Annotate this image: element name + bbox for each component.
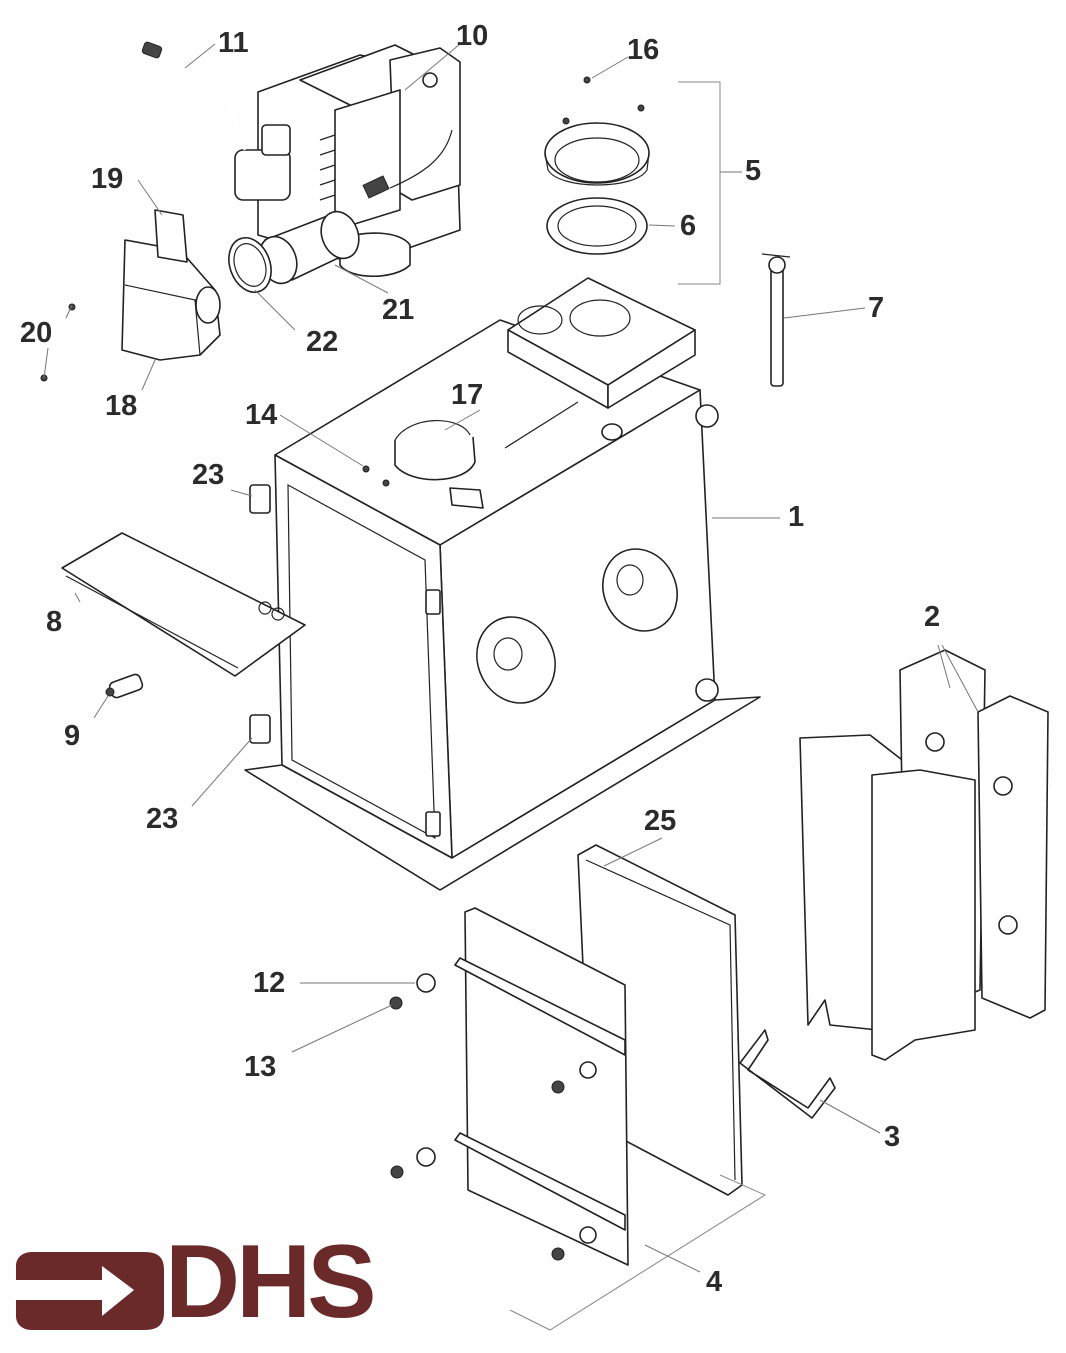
door-assembly-bracket (509, 1174, 767, 1331)
burner-cover (121, 239, 221, 361)
callout-5: 5 (745, 155, 762, 187)
callout-2: 2 (924, 601, 941, 633)
flue-collar (544, 76, 721, 285)
callout-7: 7 (868, 292, 885, 324)
fuel-hose (141, 41, 247, 151)
callout-23-lower: 23 (146, 803, 179, 835)
callout-17: 17 (451, 379, 484, 411)
dhs-logo-arrow-icon (16, 1252, 164, 1330)
hose-clamp (228, 237, 272, 293)
callout-9: 9 (64, 720, 81, 752)
callout-6: 6 (680, 210, 697, 242)
callout-8: 8 (46, 606, 63, 638)
callout-10: 10 (456, 20, 489, 52)
callout-13: 13 (244, 1051, 277, 1083)
callout-21: 21 (382, 294, 415, 326)
drain-valve (105, 673, 144, 699)
leader-lines (43, 43, 979, 1273)
callout-22: 22 (306, 326, 339, 358)
front-cover-plate (61, 532, 306, 677)
baffle-bracket (739, 1029, 836, 1119)
callout-23-upper: 23 (192, 459, 225, 491)
callout-14: 14 (245, 399, 278, 431)
callout-25: 25 (644, 805, 677, 837)
washers-nuts (389, 973, 436, 1179)
callout-18: 18 (105, 390, 138, 422)
callout-12: 12 (253, 967, 286, 999)
callout-19: 19 (91, 163, 124, 195)
callout-3: 3 (884, 1121, 901, 1153)
baffle-plates (799, 649, 1049, 1061)
brand-name: DHS (165, 1224, 377, 1340)
door-panel (454, 907, 629, 1266)
thermostat-pocket (761, 253, 791, 387)
callout-1: 1 (788, 501, 805, 533)
callout-4: 4 (706, 1266, 723, 1298)
callout-11: 11 (218, 27, 249, 59)
boiler-body (244, 277, 761, 891)
callout-16: 16 (627, 34, 660, 66)
cover-bracket (154, 209, 188, 263)
callout-20: 20 (20, 317, 53, 349)
